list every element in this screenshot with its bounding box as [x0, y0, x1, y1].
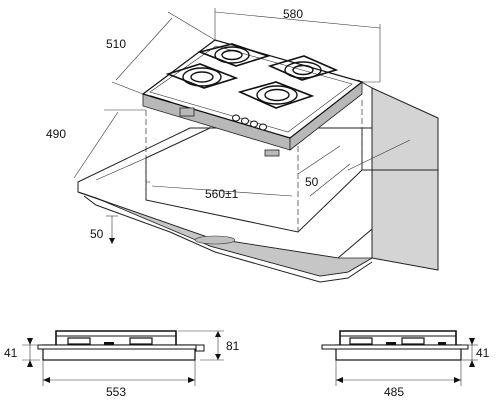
dim-490: 490 [46, 109, 147, 181]
dim-label-side-41: 41 [4, 346, 18, 360]
side-view: 41 81 553 [4, 330, 240, 399]
counter-front-edge [77, 191, 374, 277]
dim-label-side-553: 553 [106, 385, 126, 399]
control-knobs [232, 114, 267, 131]
dim-label-front-41: 41 [476, 346, 490, 360]
burner-front-right [237, 81, 315, 109]
dim-560: 560±1 [146, 181, 293, 201]
cabinet-side-panel [371, 87, 439, 271]
dim-50-front: 50 [90, 215, 118, 244]
dim-label-560: 560±1 [205, 187, 239, 201]
dim-label-490: 490 [46, 127, 66, 141]
dim-label-front-485: 485 [384, 385, 404, 399]
burner-rear-right [267, 55, 339, 81]
front-view: 41 485 [321, 330, 490, 399]
dim-580: 580 [214, 7, 381, 83]
dim-label-50-rear: 50 [305, 175, 319, 189]
dim-label-50-front: 50 [90, 227, 104, 241]
burner-rear-left [197, 43, 271, 67]
dim-510: 510 [106, 11, 216, 95]
dim-label-side-81: 81 [226, 339, 240, 353]
countertop-cabinet [77, 79, 439, 283]
dim-label-510: 510 [106, 37, 126, 51]
gas-hob [141, 39, 364, 157]
dim-label-580: 580 [283, 7, 303, 21]
burner-front-left [165, 63, 239, 89]
dim-50-rear: 50 [297, 145, 351, 197]
